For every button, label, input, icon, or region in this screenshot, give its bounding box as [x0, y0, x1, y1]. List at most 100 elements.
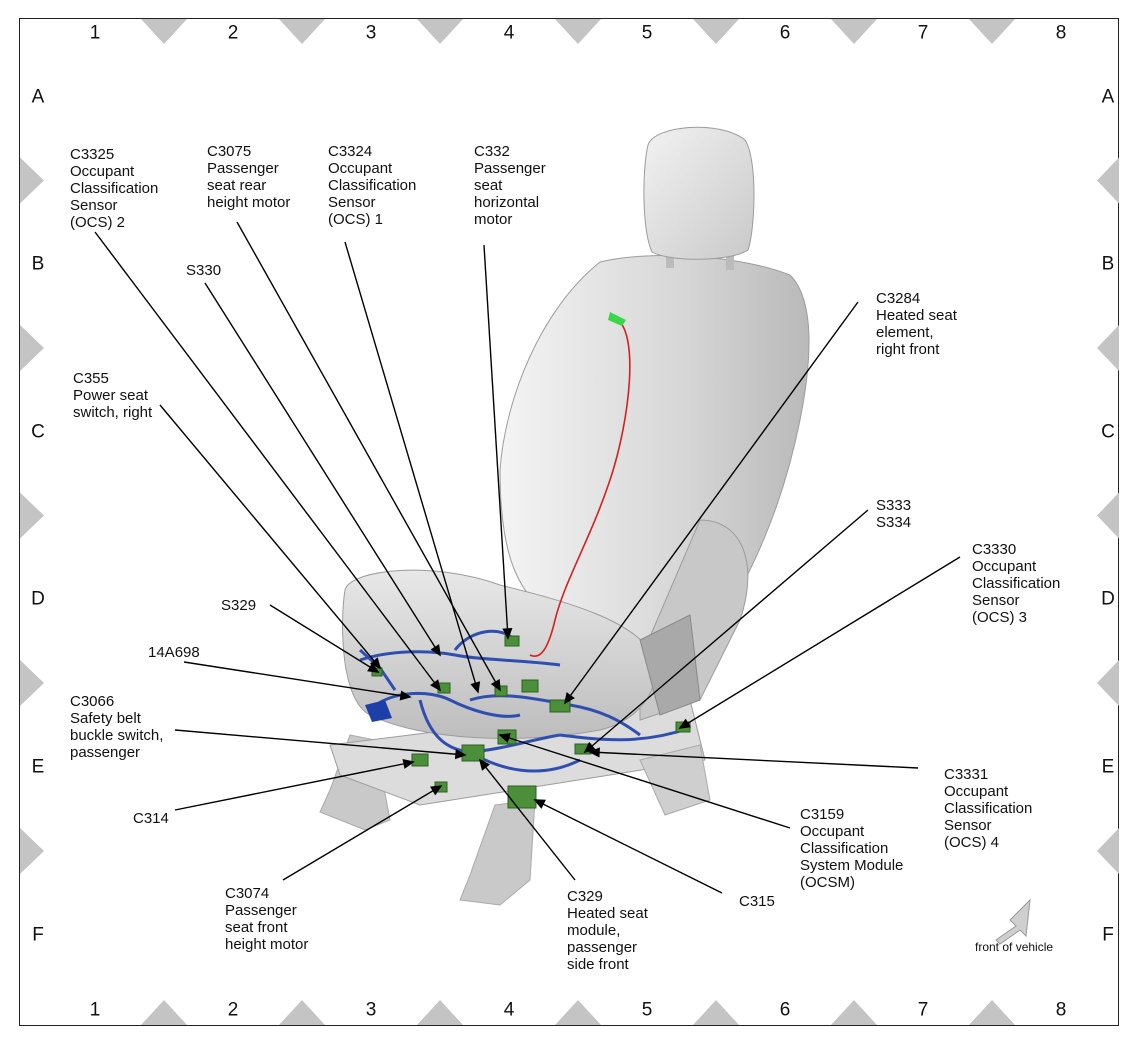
front-of-vehicle-arrow [995, 898, 1031, 945]
leader-arrowhead [563, 692, 575, 705]
leader-arrowhead [470, 681, 481, 694]
marker-top-6 [831, 19, 877, 44]
leader-arrowhead [430, 785, 443, 796]
grid-col-top-6: 6 [779, 22, 791, 44]
marker-right-1 [1097, 157, 1119, 204]
callout-c3284: C3284 Heated seat element, right front [876, 290, 957, 358]
marker-bottom-1 [141, 1000, 187, 1025]
seat-leg-right [639, 744, 711, 816]
grid-col-top-7: 7 [917, 22, 929, 44]
marker-left-1 [20, 157, 44, 204]
leader-arrowhead [502, 628, 513, 640]
grid-row-left-C: C [31, 421, 45, 443]
marker-left-5 [20, 828, 44, 874]
marker-bottom-4 [555, 1000, 601, 1025]
callout-c3330: C3330 Occupant Classification Sensor (OC… [972, 541, 1061, 626]
callout-c3325: C3325 Occupant Classification Sensor (OC… [70, 146, 159, 231]
marker-bottom-5 [693, 1000, 739, 1025]
leader-arrowhead [399, 690, 412, 701]
callout-c3331: C3331 Occupant Classification Sensor (OC… [944, 766, 1033, 851]
grid-col-bottom-8: 8 [1055, 999, 1067, 1021]
leader-line [174, 729, 466, 756]
callout-c3324: C3324 Occupant Classification Sensor (OC… [328, 143, 417, 228]
callout-c3074: C3074 Passenger seat front height motor [225, 885, 309, 953]
heater-connector-top [608, 312, 626, 326]
grid-col-top-1: 1 [89, 22, 101, 44]
leader-line [679, 556, 961, 729]
callout-c3159: C3159 Occupant Classification System Mod… [800, 806, 904, 891]
callout-s333-s334: S333 S334 [876, 497, 912, 531]
leader-line [584, 509, 869, 753]
callout-s330: S330 [186, 262, 222, 279]
grid-row-left-B: B [31, 253, 45, 275]
leader-line [183, 661, 411, 698]
grid-row-left-D: D [31, 588, 45, 610]
headrest [643, 126, 755, 260]
leader-arrowhead [430, 644, 441, 657]
marker-right-2 [1097, 325, 1119, 371]
leader-line [94, 231, 441, 691]
grid-row-left-E: E [31, 756, 45, 778]
leader-arrowhead [478, 758, 491, 771]
grid-row-right-D: D [1101, 588, 1115, 610]
leader-arrowhead [430, 679, 442, 692]
grid-col-bottom-6: 6 [779, 999, 791, 1021]
border-markers [20, 19, 1119, 1025]
leader-line [589, 751, 919, 769]
marker-top-7 [969, 19, 1015, 44]
grid-row-right-C: C [1101, 421, 1115, 443]
grid-row-right-F: F [1102, 924, 1114, 946]
leader-line [483, 244, 509, 639]
leader-line [564, 301, 859, 704]
leader-line [236, 221, 501, 691]
leader-line [534, 799, 723, 894]
grid-row-right-A: A [1101, 86, 1115, 108]
marker-top-4 [555, 19, 601, 44]
heated-seat-wire [529, 317, 631, 657]
marker-right-5 [1097, 828, 1119, 874]
marker-top-1 [141, 19, 187, 44]
leader-arrowhead [490, 679, 501, 692]
callout-c314: C314 [133, 810, 169, 827]
callout-c315: C315 [739, 893, 775, 910]
grid-col-top-5: 5 [641, 22, 653, 44]
marker-top-2 [279, 19, 325, 44]
grid-col-bottom-4: 4 [503, 999, 515, 1021]
grid-col-bottom-1: 1 [89, 999, 101, 1021]
recline-mechanism [639, 614, 701, 716]
leader-line [159, 404, 381, 669]
marker-top-5 [693, 19, 739, 44]
grid-col-top-8: 8 [1055, 22, 1067, 44]
leader-line [282, 785, 442, 881]
leader-arrowhead [498, 733, 511, 743]
callout-s329: S329 [221, 597, 257, 614]
grid-row-right-E: E [1101, 756, 1115, 778]
leader-arrowhead [678, 718, 691, 729]
leader-arrowhead [369, 657, 382, 670]
grid-col-bottom-2: 2 [227, 999, 239, 1021]
leader-arrowhead [402, 758, 415, 769]
front-of-vehicle-label: front of vehicle [975, 940, 1054, 954]
leader-line [269, 604, 379, 673]
marker-bottom-7 [969, 1000, 1015, 1025]
grid-row-right-B: B [1101, 253, 1115, 275]
leader-line [479, 759, 576, 881]
leader-lines [94, 221, 961, 894]
callout-c329: C329 Heated seat module, passenger side … [567, 888, 648, 973]
grid-col-bottom-7: 7 [917, 999, 929, 1021]
leader-arrowhead [583, 741, 596, 754]
leader-line [499, 734, 791, 829]
marker-top-3 [417, 19, 463, 44]
harness-clip-blue [365, 700, 392, 722]
grid-col-bottom-5: 5 [641, 999, 653, 1021]
callout-c3075: C3075 Passenger seat rear height motor [207, 143, 291, 211]
grid-row-left-F: F [32, 924, 44, 946]
marker-left-3 [20, 492, 44, 539]
marker-left-4 [20, 660, 44, 706]
callout-c3066: C3066 Safety belt buckle switch, passeng… [70, 693, 164, 761]
grid-col-top-2: 2 [227, 22, 239, 44]
leader-arrowhead [454, 749, 467, 760]
connectors [371, 635, 691, 809]
marker-right-4 [1097, 660, 1119, 706]
